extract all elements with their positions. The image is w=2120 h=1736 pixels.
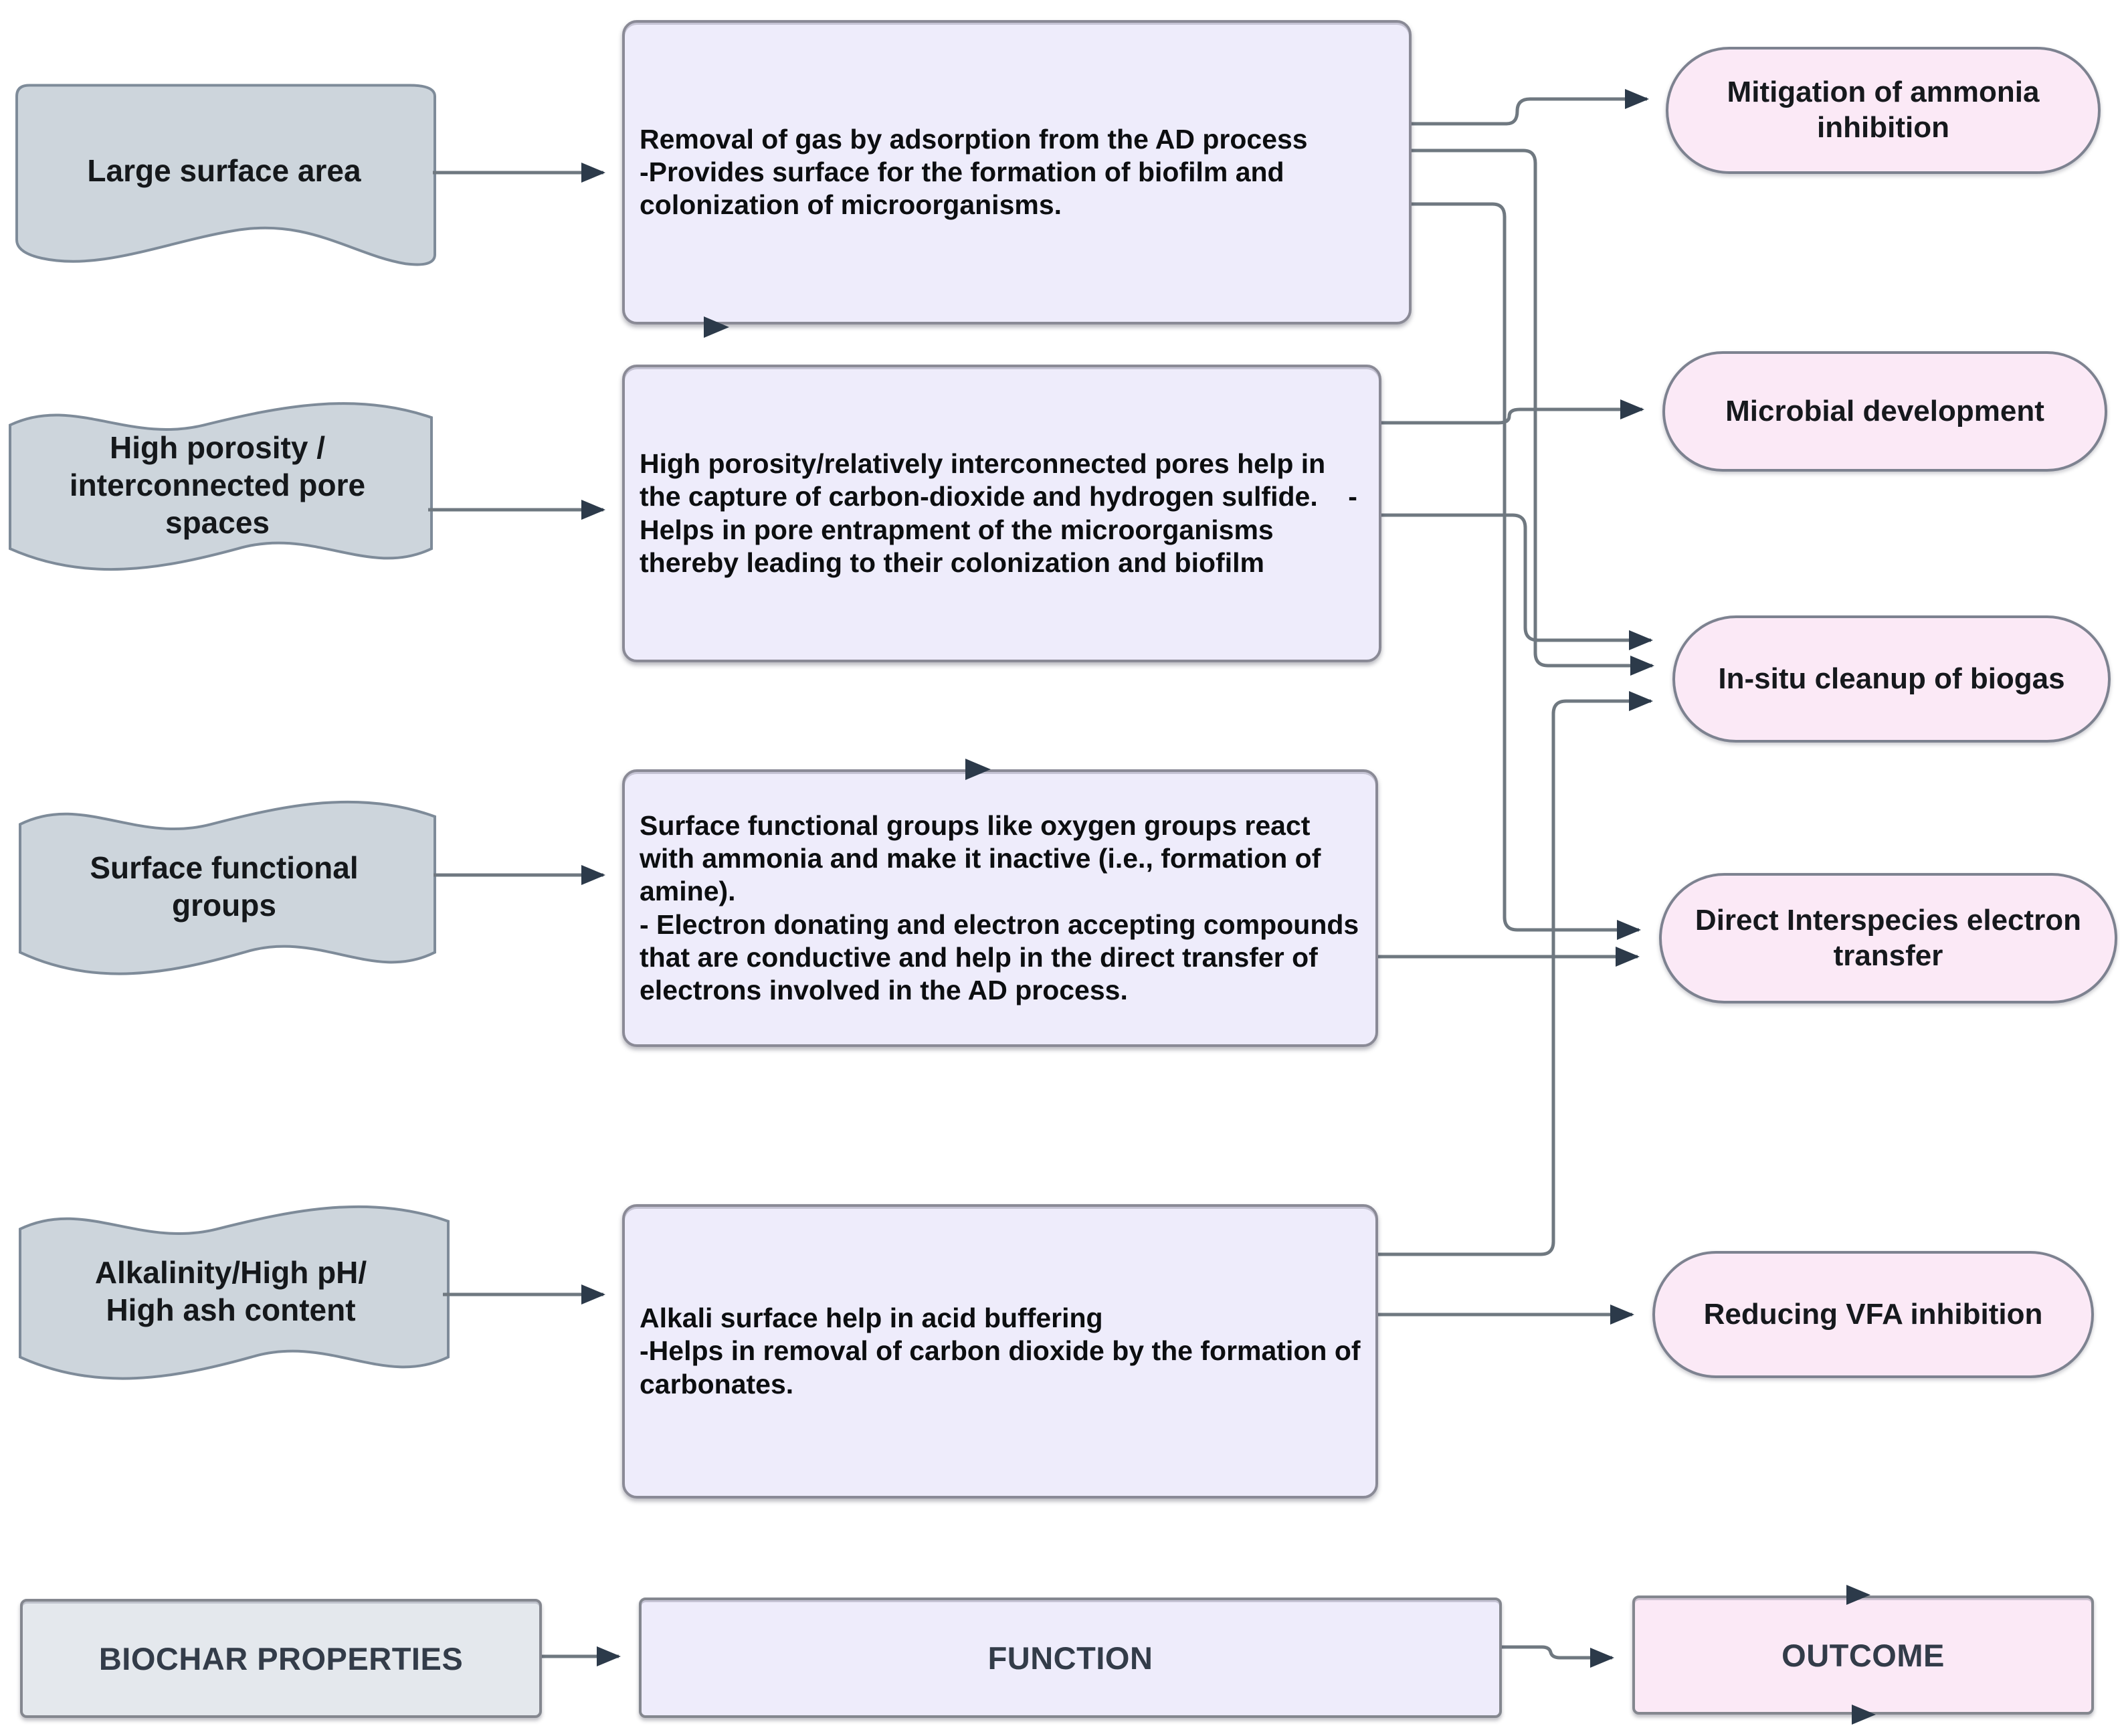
legend-biochar-properties: BIOCHAR PROPERTIES <box>20 1599 542 1718</box>
function-box-oxygen-groups: Surface functional groups like oxygen gr… <box>622 769 1378 1047</box>
function-box-acid-buffering: Alkali surface help in acid buffering -H… <box>622 1204 1378 1499</box>
function-box-pore-capture: High porosity/relatively interconnected … <box>622 365 1381 662</box>
property-shape-alkalinity <box>20 1207 448 1379</box>
connector-function1-to-diet <box>1412 202 1641 940</box>
connector-function2-to-microbial-development <box>1381 399 1644 425</box>
outcome-microbial-development: Microbial development <box>1662 351 2107 472</box>
connector-legend-function-to-outcome <box>1495 1645 1614 1668</box>
outcome-diet: Direct Interspecies electron transfer <box>1659 873 2117 1003</box>
property-shape-large-surface-area <box>17 86 435 265</box>
property-high-porosity: High porosity / interconnected pore spac… <box>69 429 366 541</box>
outcome-reducing-vfa: Reducing VFA inhibition <box>1652 1251 2094 1378</box>
property-shape-high-porosity <box>10 403 431 569</box>
connector-function2-to-insitu-cleanup <box>1381 513 1653 650</box>
function-box-gas-adsorption: Removal of gas by adsorption from the AD… <box>622 20 1412 324</box>
property-alkalinity: Alkalinity/High pH/ High ash content <box>94 1254 367 1327</box>
legend-outcome: OUTCOME <box>1632 1596 2094 1715</box>
connector-function1-to-mitigation <box>1412 89 1649 126</box>
property-surface-functional-groups: Surface functional groups <box>90 850 359 923</box>
connector-function4-to-insitu-cleanup <box>1378 691 1653 1256</box>
legend-function: FUNCTION <box>639 1598 1502 1718</box>
outcome-insitu-cleanup: In-situ cleanup of biogas <box>1672 615 2111 743</box>
property-large-surface-area: Large surface area <box>87 153 361 188</box>
property-shape-surface-functional-groups <box>20 802 435 974</box>
outcome-mitigation-ammonia: Mitigation of ammonia inhibition <box>1666 47 2101 174</box>
